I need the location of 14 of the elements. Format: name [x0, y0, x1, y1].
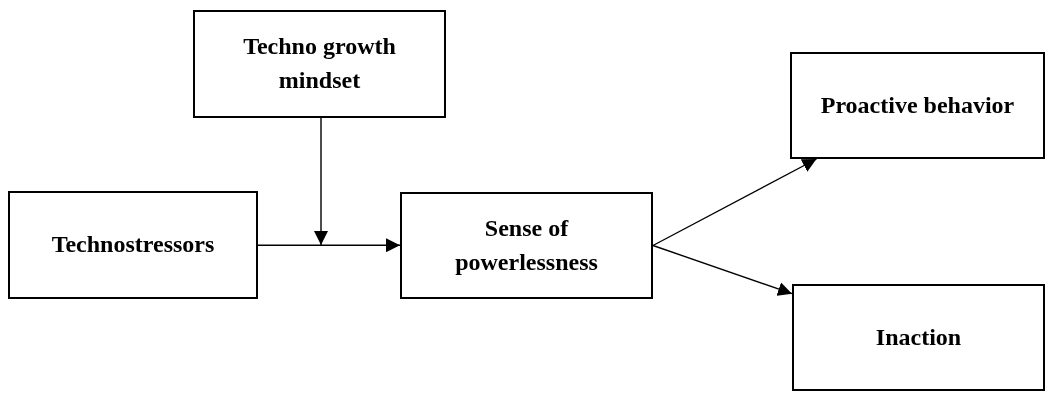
variable-box — [400, 192, 653, 299]
box-label: Proactive behavior — [819, 90, 1016, 120]
arrow — [257, 238, 401, 253]
arrow — [652, 244, 793, 296]
box-label: Techno growth mindset — [242, 32, 397, 95]
arrow — [652, 158, 818, 247]
variable-box — [792, 284, 1045, 391]
variable-box — [8, 191, 258, 299]
box-label: Inaction — [874, 322, 963, 352]
variable-box — [193, 10, 446, 118]
variable-box — [790, 52, 1045, 159]
arrow — [314, 117, 328, 246]
box-label: Technostressors — [50, 230, 216, 260]
box-label: Sense of powerlessness — [454, 213, 599, 277]
